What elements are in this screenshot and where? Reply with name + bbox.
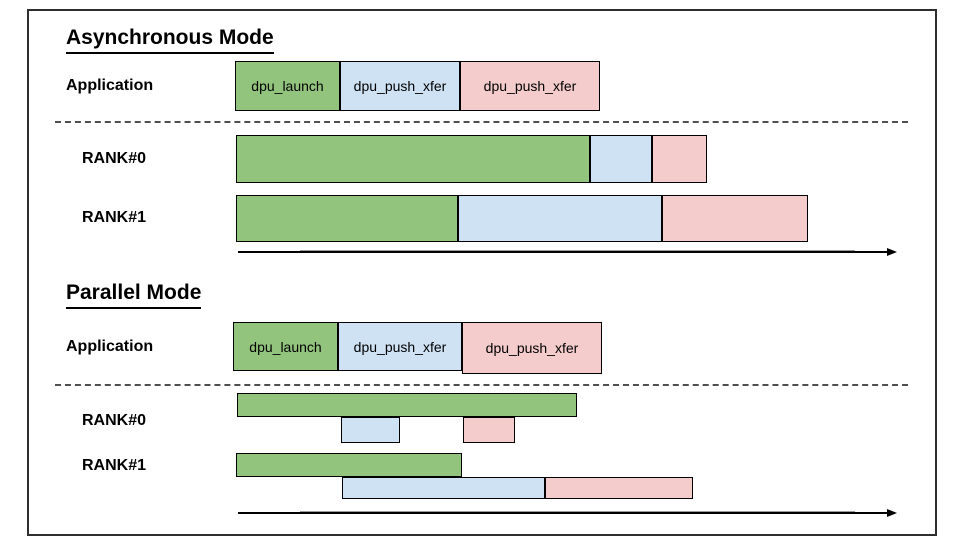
rank1-bar-green [236, 195, 458, 242]
section-title-parallel: Parallel Mode [66, 281, 202, 309]
rank0-bar-green [236, 135, 590, 183]
rank1-bar-green [236, 453, 462, 477]
app-bar-dpu_push_xfer: dpu_push_xfer [338, 322, 462, 371]
rank1-label-async: RANK#1 [82, 209, 147, 226]
time-arrow-async [238, 251, 889, 253]
rank1-bar-blue [458, 195, 662, 242]
rank0-label-async: RANK#0 [82, 150, 147, 167]
app-bar-dpu_push_xfer: dpu_push_xfer [462, 322, 602, 374]
timeline-divider-async [55, 121, 908, 123]
rank0-bar-green [237, 393, 577, 417]
application-label-async: Application [66, 77, 154, 94]
rank0-bar-pink [652, 135, 707, 183]
rank1-bar-blue [342, 477, 545, 499]
time-arrow-head-icon-async [887, 248, 897, 256]
rank1-bar-pink [662, 195, 808, 242]
rank1-bar-pink [545, 477, 693, 499]
rank0-label-parallel: RANK#0 [82, 412, 147, 429]
time-arrow-head-icon-parallel [887, 509, 897, 517]
rank1-label-parallel: RANK#1 [82, 457, 147, 474]
rank0-bar-pink [463, 417, 515, 443]
app-bar-dpu_push_xfer: dpu_push_xfer [460, 61, 600, 111]
section-title-async: Asynchronous Mode [66, 26, 274, 54]
application-label-parallel: Application [66, 338, 154, 355]
timeline-divider-parallel [55, 384, 908, 386]
rank0-bar-blue [341, 417, 400, 443]
rank0-bar-blue [590, 135, 652, 183]
app-bar-dpu_push_xfer: dpu_push_xfer [340, 61, 460, 111]
app-bar-dpu_launch: dpu_launch [233, 322, 338, 371]
app-bar-dpu_launch: dpu_launch [235, 61, 340, 111]
time-arrow-parallel [238, 512, 889, 514]
